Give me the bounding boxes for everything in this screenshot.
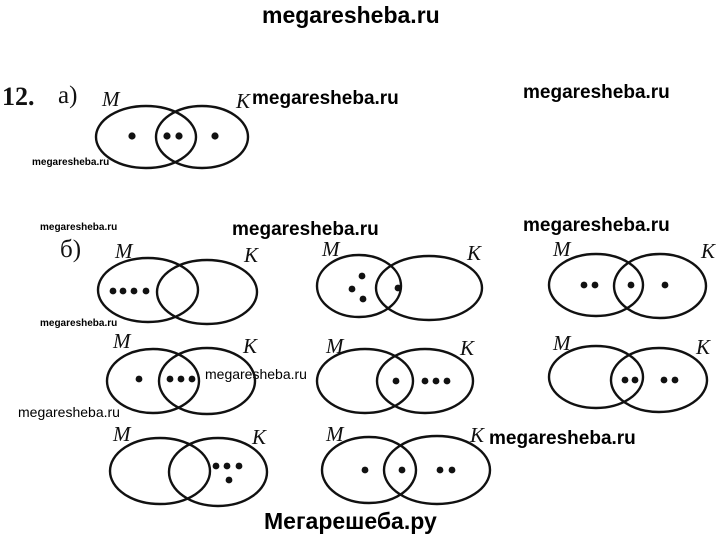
- venn-b7: M K: [108, 422, 269, 508]
- element-dot: [223, 462, 231, 470]
- element-dot: [163, 132, 171, 140]
- element-dot: [392, 377, 400, 385]
- set-m-ellipse: [96, 256, 200, 324]
- venn-b2: M K: [315, 237, 484, 322]
- watermark-a-right: megaresheba.ru: [252, 88, 399, 109]
- element-dot: [436, 466, 444, 474]
- set-k-label: K: [243, 243, 259, 267]
- venn-b1: M K: [96, 239, 259, 326]
- venn-b4: M K: [105, 329, 258, 416]
- set-m-label: M: [114, 239, 134, 263]
- set-k-label: K: [235, 89, 251, 113]
- set-m-ellipse: [108, 436, 212, 506]
- element-dot: [359, 295, 367, 303]
- element-dot: [627, 281, 635, 289]
- set-k-ellipse: [375, 347, 475, 415]
- set-m-ellipse: [105, 347, 201, 415]
- set-k-ellipse: [155, 258, 259, 326]
- element-dot: [621, 376, 629, 384]
- element-dot: [109, 287, 117, 295]
- element-dot: [212, 462, 220, 470]
- set-m-label: M: [325, 422, 345, 446]
- part-a-label: а): [58, 82, 78, 109]
- set-k-label: K: [251, 425, 267, 449]
- set-k-label: K: [466, 241, 482, 265]
- venn-b3: M K: [547, 237, 716, 320]
- set-k-ellipse: [374, 254, 484, 322]
- set-k-ellipse: [609, 346, 709, 414]
- element-dot: [394, 284, 402, 292]
- set-m-label: M: [321, 237, 341, 261]
- element-dot: [225, 476, 233, 484]
- element-dot: [361, 466, 369, 474]
- set-m-label: M: [552, 237, 572, 261]
- element-dot: [660, 376, 668, 384]
- element-dot: [631, 376, 639, 384]
- element-dot: [235, 462, 243, 470]
- set-m-ellipse: [547, 344, 645, 410]
- element-dot: [211, 132, 219, 140]
- element-dot: [443, 377, 451, 385]
- set-m-label: M: [112, 329, 132, 353]
- element-dot: [591, 281, 599, 289]
- watermark-left-row3: megaresheba.ru: [18, 404, 120, 420]
- venn-b5: M K: [315, 334, 475, 415]
- venn-b8: M K: [320, 422, 492, 506]
- element-dot: [398, 466, 406, 474]
- element-dot: [130, 287, 138, 295]
- watermark-small-left-1: megaresheba.ru: [32, 157, 110, 168]
- set-m-ellipse: [315, 253, 403, 319]
- element-dot: [128, 132, 136, 140]
- watermark-bottom: Мегарешеба.ру: [264, 508, 437, 534]
- set-m-ellipse: [547, 252, 645, 318]
- venn-a: M K: [94, 87, 251, 170]
- element-dot: [661, 281, 669, 289]
- watermark-small-left-2: megaresheba.ru: [40, 222, 118, 233]
- set-m-ellipse: [320, 435, 418, 505]
- part-b-label: б): [60, 236, 82, 263]
- set-k-label: K: [695, 335, 711, 359]
- set-m-label: M: [552, 331, 572, 355]
- element-dot: [421, 377, 429, 385]
- set-k-label: K: [242, 334, 258, 358]
- set-k-ellipse: [157, 346, 257, 416]
- venn-b6: M K: [547, 331, 711, 414]
- exercise-number: 12.: [2, 82, 35, 111]
- element-dot: [135, 375, 143, 383]
- element-dot: [142, 287, 150, 295]
- set-k-label: K: [700, 239, 716, 263]
- element-dot: [671, 376, 679, 384]
- set-k-ellipse: [167, 436, 269, 508]
- set-k-ellipse: [382, 434, 492, 506]
- element-dot: [358, 272, 366, 280]
- set-k-label: K: [469, 423, 485, 447]
- watermark-top: megaresheba.ru: [262, 2, 440, 28]
- element-dot: [188, 375, 196, 383]
- element-dot: [448, 466, 456, 474]
- set-m-label: M: [101, 87, 121, 111]
- set-k-ellipse: [154, 104, 250, 170]
- set-m-ellipse: [315, 347, 415, 415]
- watermark-far-right: megaresheba.ru: [523, 82, 670, 103]
- element-dot: [348, 285, 356, 293]
- set-m-label: M: [112, 422, 132, 446]
- element-dot: [432, 377, 440, 385]
- element-dot: [175, 132, 183, 140]
- set-m-label: M: [325, 334, 345, 358]
- element-dot: [177, 375, 185, 383]
- element-dot: [119, 287, 127, 295]
- set-m-ellipse: [94, 104, 198, 170]
- watermark-center: megaresheba.ru: [205, 366, 307, 382]
- set-k-label: K: [459, 336, 475, 360]
- watermark-mid-right: megaresheba.ru: [523, 215, 670, 236]
- element-dot: [166, 375, 174, 383]
- set-k-ellipse: [612, 252, 708, 320]
- watermark-mid: megaresheba.ru: [232, 219, 379, 240]
- element-dot: [580, 281, 588, 289]
- watermark-bottom-right: megaresheba.ru: [489, 428, 636, 449]
- watermark-small-left-3: megaresheba.ru: [40, 318, 118, 329]
